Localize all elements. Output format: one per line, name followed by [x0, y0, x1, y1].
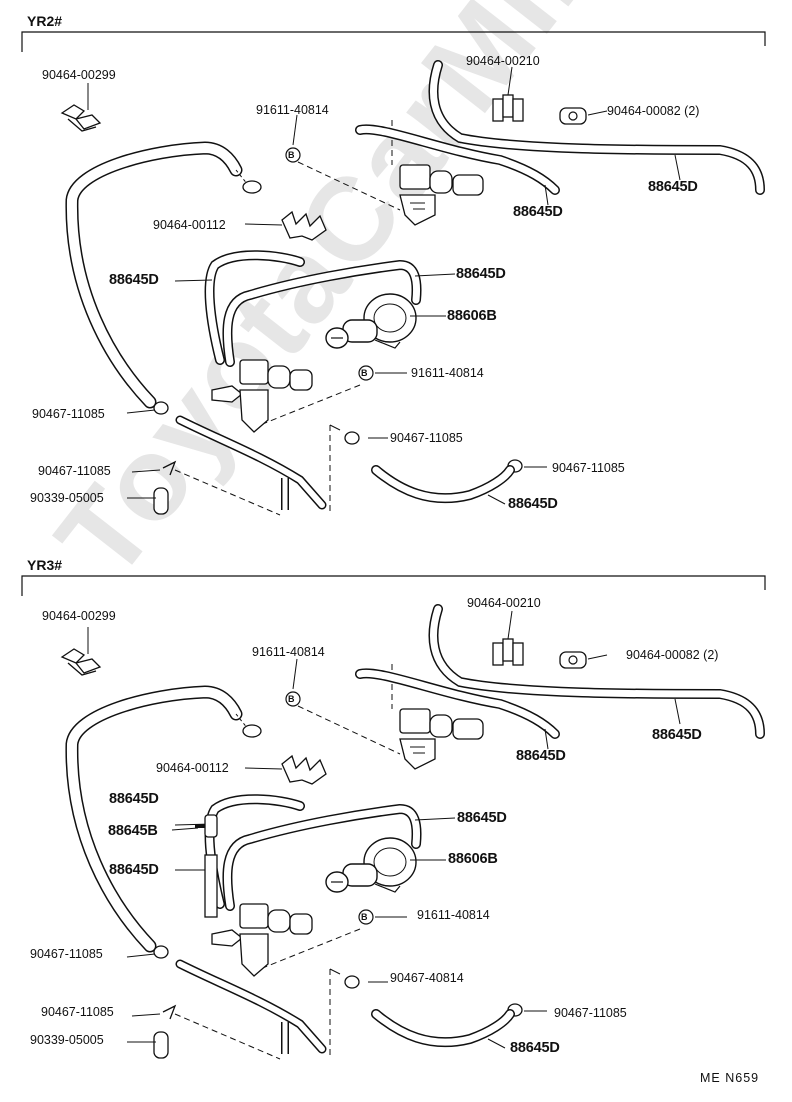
- b-marker: B: [288, 694, 295, 704]
- part-label: 90339-05005: [30, 1033, 104, 1047]
- part-label: 90467-40814: [390, 971, 464, 985]
- part-label: 90464-00210: [466, 54, 540, 68]
- part-label: 90464-00299: [42, 68, 116, 82]
- part-label: 90467-11085: [552, 461, 625, 475]
- part-label: 88645D: [457, 810, 507, 826]
- part-label: 91611-40814: [252, 645, 325, 659]
- part-label: 90467-11085: [30, 947, 103, 961]
- part-label: 88606B: [447, 308, 497, 324]
- part-label: 90467-11085: [32, 407, 105, 421]
- part-label: 90339-05005: [30, 491, 104, 505]
- part-label: 90464-00082 (2): [607, 104, 700, 118]
- part-label: 90464-00112: [153, 218, 226, 232]
- part-label: 90467-11085: [390, 431, 463, 445]
- part-label: 90464-00210: [467, 596, 541, 610]
- part-label: 88606B: [448, 851, 498, 867]
- part-label: 88645D: [109, 791, 159, 807]
- b-marker: B: [288, 150, 295, 160]
- part-label: 88645D: [516, 748, 566, 764]
- part-label: 90464-00082 (2): [626, 648, 719, 662]
- part-label: 88645D: [508, 496, 558, 512]
- part-label: 88645D: [510, 1040, 560, 1056]
- part-label: 88645B: [108, 823, 158, 839]
- section-title-yr2: YR2#: [27, 13, 63, 29]
- part-label: 90467-11085: [38, 464, 111, 478]
- part-label: 90467-11085: [554, 1006, 627, 1020]
- b-marker: B: [361, 368, 368, 378]
- part-label: 90467-11085: [41, 1005, 114, 1019]
- part-label: 88645D: [513, 204, 563, 220]
- part-label: 91611-40814: [256, 103, 329, 117]
- part-label: 88645D: [652, 727, 702, 743]
- part-label: 88645D: [109, 272, 159, 288]
- drawing-code: ME N659: [700, 1071, 760, 1085]
- b-marker: B: [361, 912, 368, 922]
- part-label: 90464-00299: [42, 609, 116, 623]
- part-label: 91611-40814: [411, 366, 484, 380]
- part-label: 90464-00112: [156, 761, 229, 775]
- part-label: 91611-40814: [417, 908, 490, 922]
- section-title-yr3: YR3#: [27, 557, 63, 573]
- part-label: 88645D: [109, 862, 159, 878]
- part-label: 88645D: [456, 266, 506, 282]
- part-label: 88645D: [648, 179, 698, 195]
